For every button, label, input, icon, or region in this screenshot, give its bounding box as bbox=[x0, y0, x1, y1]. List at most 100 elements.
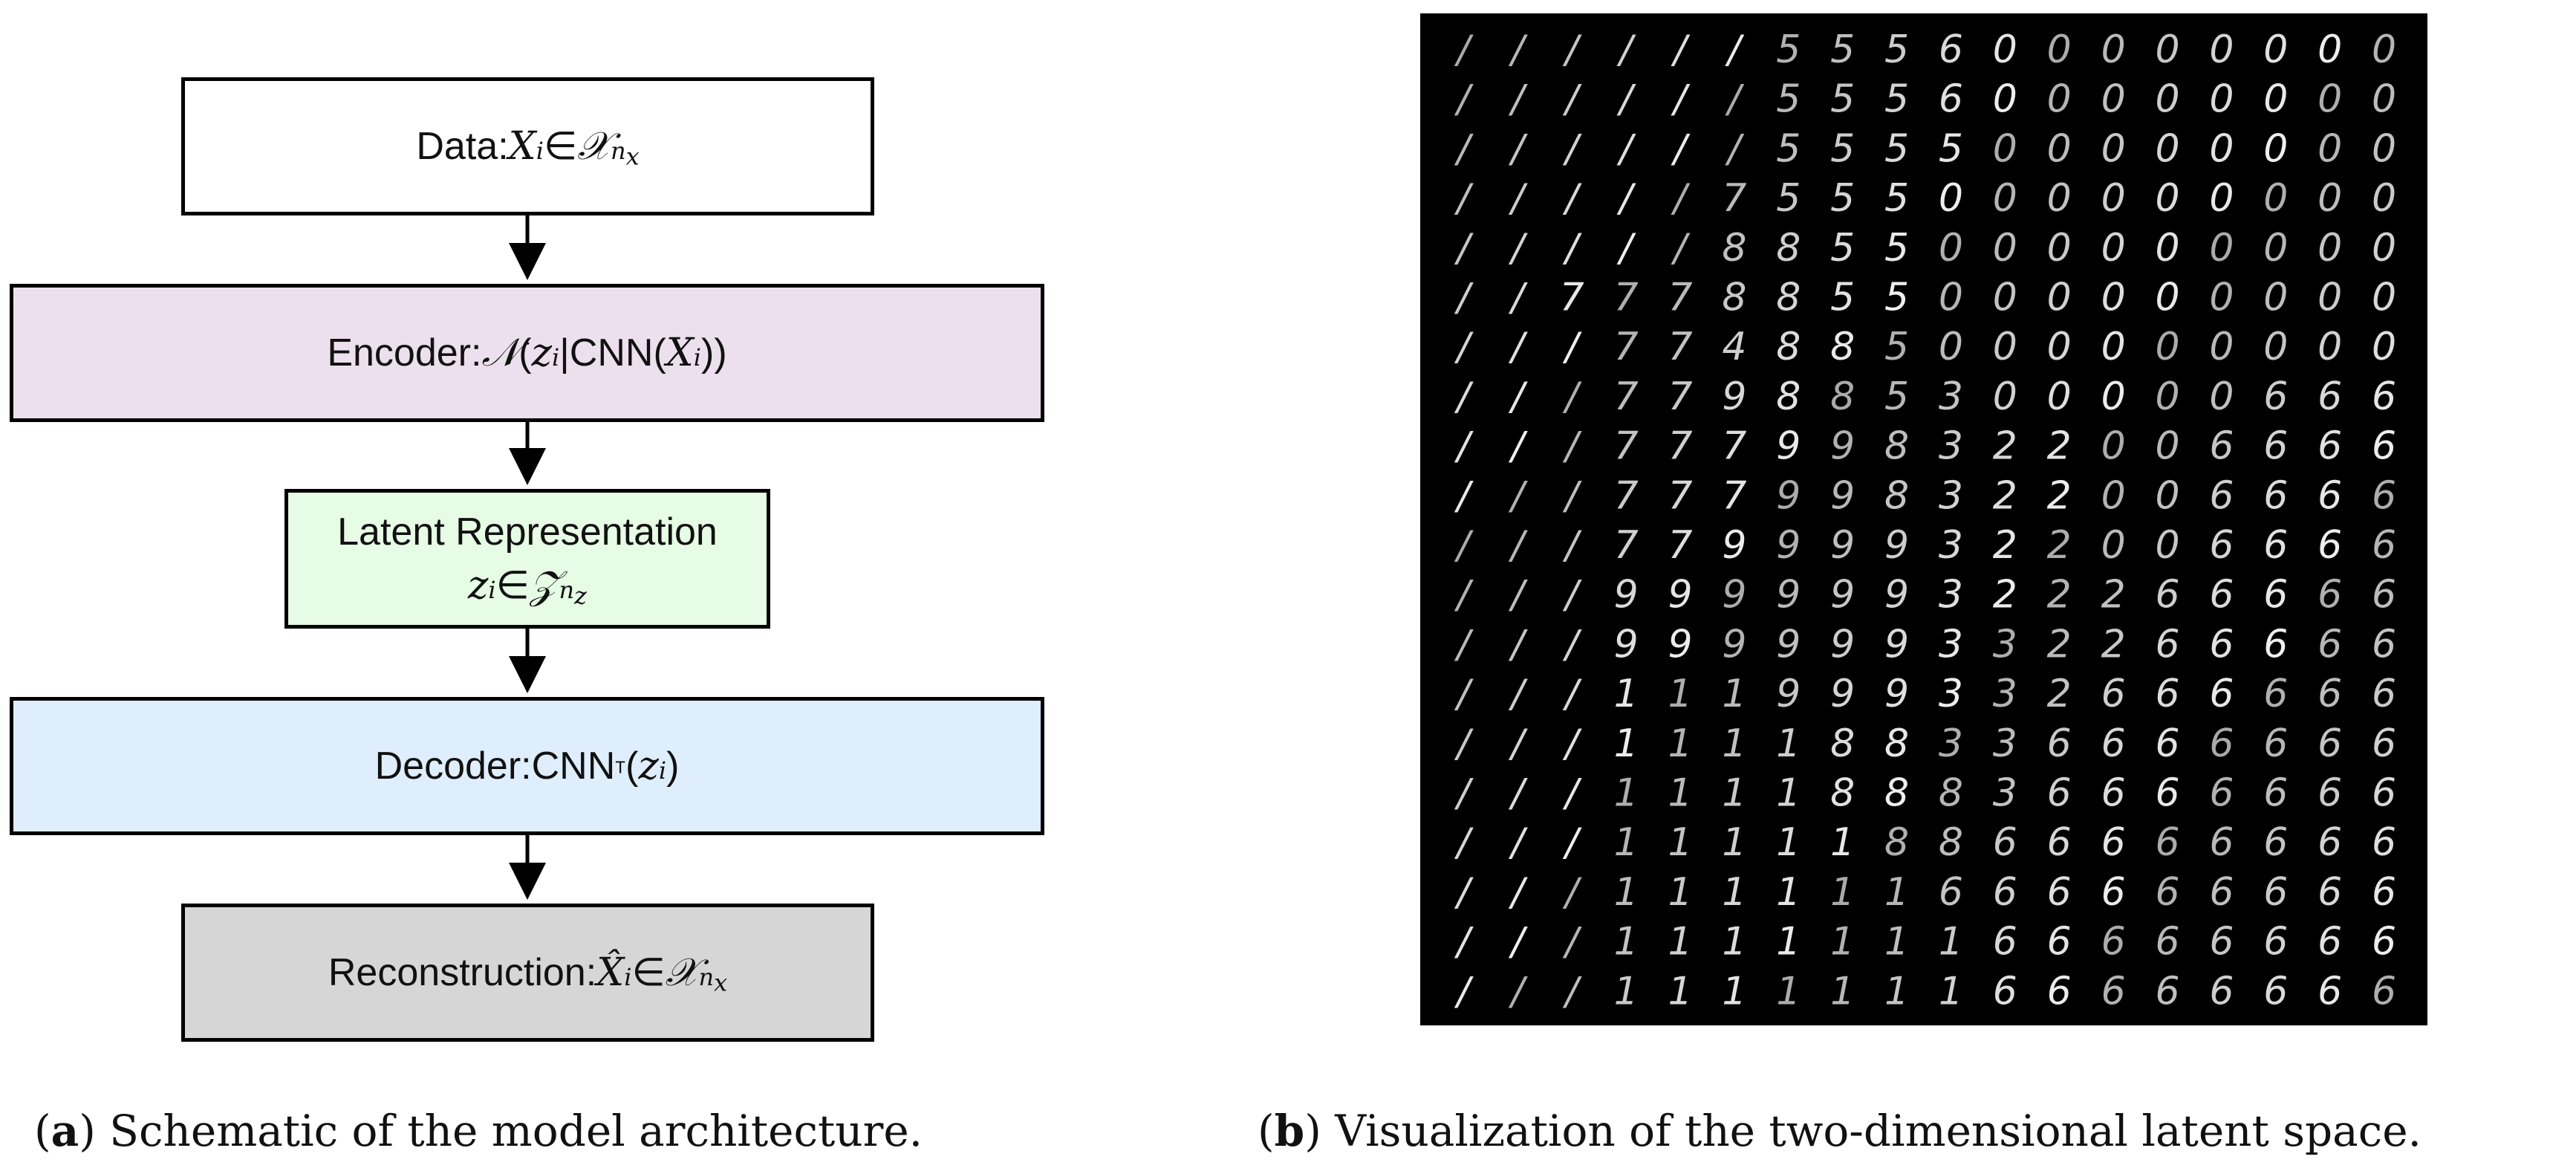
latent-digit: 6 bbox=[2155, 721, 2179, 766]
latent-digit: 1 bbox=[1830, 820, 1855, 865]
latent-title: Latent Representation bbox=[337, 510, 718, 554]
latent-digit: 6 bbox=[2372, 473, 2396, 518]
latent-digit: 6 bbox=[2263, 969, 2288, 1014]
latent-var: z bbox=[468, 562, 489, 608]
latent-digit: 0 bbox=[2101, 226, 2126, 270]
latent-digit: / bbox=[1509, 424, 1529, 469]
latent-digit: 0 bbox=[2155, 374, 2179, 419]
caption-a-label: a bbox=[51, 1106, 79, 1156]
latent-digit: / bbox=[1562, 820, 1582, 865]
latent-digit: / bbox=[1509, 920, 1529, 964]
decoder-close: ) bbox=[666, 745, 680, 788]
reconstruction-space: 𝒳 bbox=[665, 950, 699, 995]
latent-digit: 0 bbox=[2263, 226, 2288, 270]
latent-digit: 3 bbox=[1939, 523, 1963, 568]
latent-digit: 0 bbox=[2155, 424, 2179, 469]
latent-digit: 7 bbox=[1668, 473, 1692, 518]
latent-digit: 0 bbox=[2318, 176, 2342, 221]
latent-digit: 7 bbox=[1722, 176, 1746, 221]
latent-digit: 7 bbox=[1668, 276, 1692, 320]
latent-digit: / bbox=[1509, 374, 1529, 419]
latent-digit: 6 bbox=[2318, 573, 2342, 617]
decoder-var: z bbox=[638, 744, 659, 788]
latent-digit: 1 bbox=[1939, 920, 1963, 964]
latent-digit: 3 bbox=[1993, 672, 2017, 716]
latent-digit: 1 bbox=[1722, 870, 1746, 915]
latent-digit: / bbox=[1562, 969, 1582, 1014]
latent-digit: 1 bbox=[1668, 870, 1692, 915]
latent-digit: 8 bbox=[1776, 325, 1801, 369]
latent-digit: / bbox=[1509, 325, 1529, 369]
latent-digit: 0 bbox=[2101, 276, 2126, 320]
latent-digit: 6 bbox=[2209, 622, 2234, 667]
latent-digit: 6 bbox=[2209, 573, 2234, 617]
encoder-dist: 𝒩 bbox=[481, 330, 519, 375]
latent-digit: 6 bbox=[2318, 969, 2342, 1014]
latent-digit: 6 bbox=[2372, 969, 2396, 1014]
data-space: 𝒳 bbox=[577, 123, 611, 169]
latent-digit: 0 bbox=[2372, 77, 2396, 122]
latent-digit: 0 bbox=[2101, 325, 2126, 369]
latent-digit: / bbox=[1671, 226, 1691, 270]
latent-digit: / bbox=[1454, 622, 1474, 667]
latent-digit: 6 bbox=[2318, 424, 2342, 469]
latent-digit: 2 bbox=[2047, 622, 2072, 667]
latent-digit: 1 bbox=[1614, 969, 1639, 1014]
latent-digit: 5 bbox=[1776, 77, 1801, 122]
latent-digit: 0 bbox=[2155, 473, 2179, 518]
latent-digit: 7 bbox=[1668, 325, 1692, 369]
latent-digit: / bbox=[1509, 27, 1529, 72]
latent-digit: 0 bbox=[2101, 176, 2126, 221]
latent-digit: 2 bbox=[1993, 424, 2017, 469]
latent-digit: / bbox=[1454, 126, 1474, 171]
latent-digit: 2 bbox=[2101, 573, 2126, 617]
latent-digit: 5 bbox=[1776, 27, 1801, 72]
latent-digit: 6 bbox=[2101, 870, 2126, 915]
latent-digit: / bbox=[1562, 226, 1582, 270]
latent-digit: / bbox=[1454, 920, 1474, 964]
latent-digit: 6 bbox=[2209, 920, 2234, 964]
latent-digit: 5 bbox=[1830, 176, 1855, 221]
data-sup-base: n bbox=[610, 136, 626, 165]
latent-digit: 9 bbox=[1722, 523, 1746, 568]
latent-digit: / bbox=[1562, 27, 1582, 72]
latent-digit: / bbox=[1562, 771, 1582, 816]
latent-digit: 6 bbox=[2155, 920, 2179, 964]
latent-digit: 6 bbox=[2372, 374, 2396, 419]
latent-digit: 0 bbox=[2263, 325, 2288, 369]
latent-digit: 6 bbox=[1993, 870, 2017, 915]
latent-digit: 6 bbox=[2318, 473, 2342, 518]
latent-digit: 5 bbox=[1830, 27, 1855, 72]
latent-digit: 6 bbox=[2209, 523, 2234, 568]
latent-digit: 6 bbox=[2263, 771, 2288, 816]
latent-digit: 1 bbox=[1722, 820, 1746, 865]
latent-digit: 6 bbox=[2318, 721, 2342, 766]
latent-digit: 1 bbox=[1668, 672, 1692, 716]
latent-digit: 8 bbox=[1830, 771, 1855, 816]
latent-digit: 9 bbox=[1830, 622, 1855, 667]
latent-digit: 0 bbox=[1993, 276, 2017, 320]
latent-digit: / bbox=[1562, 523, 1582, 568]
latent-digit: 0 bbox=[2372, 276, 2396, 320]
data-label: Data: bbox=[416, 124, 509, 168]
latent-digit: 6 bbox=[2155, 820, 2179, 865]
latent-digit: 1 bbox=[1614, 672, 1639, 716]
latent-digit: 8 bbox=[1722, 276, 1746, 320]
latent-digit: 6 bbox=[2209, 721, 2234, 766]
latent-digit: 9 bbox=[1776, 424, 1801, 469]
latent-digit: 8 bbox=[1776, 226, 1801, 270]
latent-digit: 9 bbox=[1830, 523, 1855, 568]
latent-digit: / bbox=[1509, 721, 1529, 766]
latent-digit: 0 bbox=[1939, 176, 1963, 221]
encoder-fn: CNN bbox=[569, 331, 654, 374]
flow-arrows bbox=[509, 215, 546, 900]
latent-digit: 9 bbox=[1884, 523, 1909, 568]
reconstruction-var: X̂ bbox=[596, 950, 625, 995]
latent-digit: 6 bbox=[2318, 672, 2342, 716]
latent-digit: / bbox=[1725, 27, 1745, 72]
latent-digit: 0 bbox=[2318, 77, 2342, 122]
latent-sup-base: n bbox=[559, 575, 575, 604]
latent-digit: 3 bbox=[1939, 573, 1963, 617]
latent-digit: 6 bbox=[2372, 771, 2396, 816]
